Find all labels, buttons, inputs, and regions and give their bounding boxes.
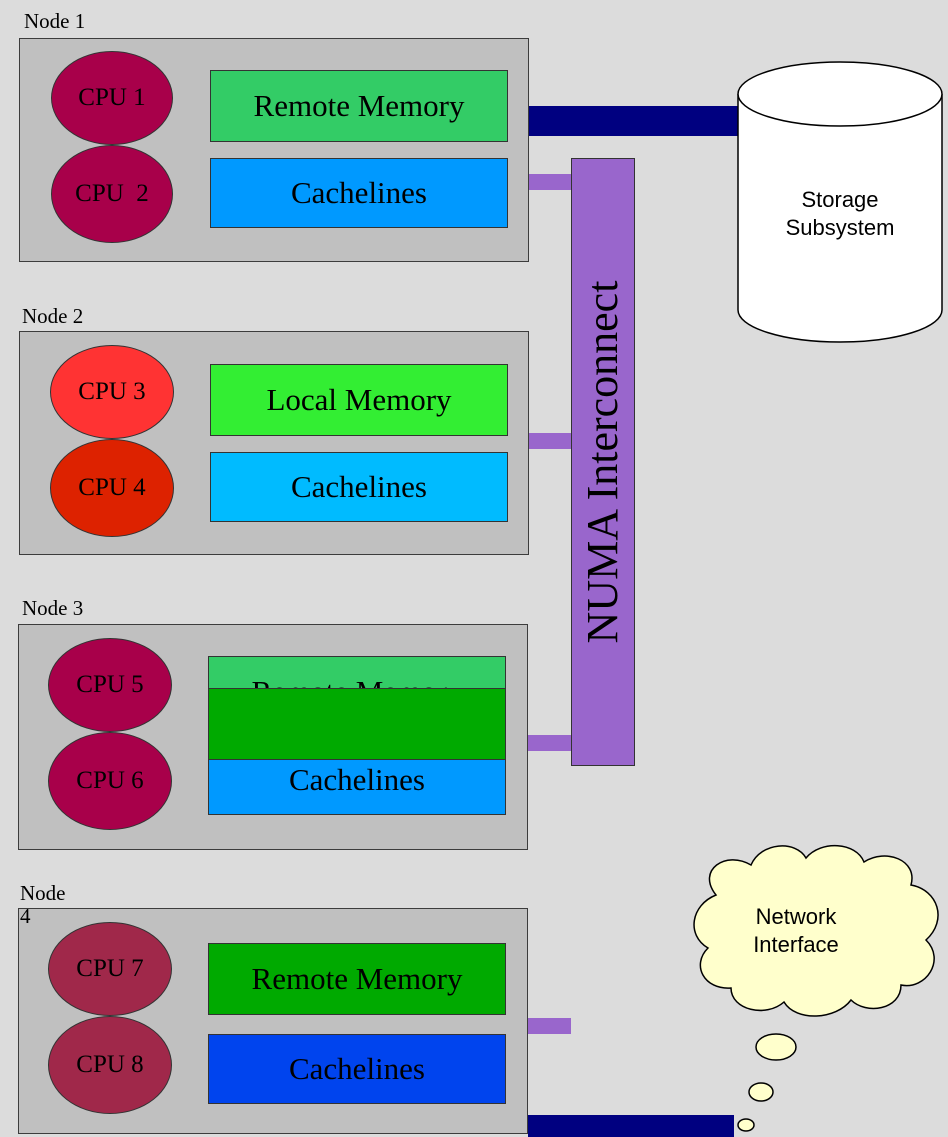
network-label-line2: Interface: [753, 931, 839, 957]
node-4-memory: Remote Memory: [208, 943, 506, 1015]
node-4-connector: [528, 1018, 571, 1034]
cpu-3: CPU 3: [50, 345, 174, 439]
node-3-label: Node 3: [22, 596, 84, 620]
storage-label-line1: Storage: [801, 187, 879, 212]
node-4-cachelines: Cachelines: [208, 1034, 506, 1104]
node-4-memory-placeholder: [208, 688, 506, 760]
node-1-connector: [529, 174, 571, 190]
network-cloud-icon: [693, 844, 939, 1132]
cpu-4: CPU 4: [50, 439, 174, 537]
network-label-line1: Network: [755, 904, 837, 929]
cpu-8: CPU 8: [48, 1016, 172, 1114]
network-label: Network Interface: [716, 903, 876, 958]
node-1-memory: Remote Memory: [210, 70, 508, 142]
cpu-1: CPU 1: [51, 51, 173, 145]
cpu-5: CPU 5: [48, 638, 172, 732]
storage-label: Storage Subsystem: [746, 186, 934, 241]
storage-cylinder-icon: [737, 61, 943, 343]
cpu-2: CPU 2: [51, 145, 173, 243]
node-2-memory: Local Memory: [210, 364, 508, 436]
storage-link: [529, 106, 741, 136]
node-4-label: Node 4: [20, 881, 66, 929]
network-link: [528, 1115, 734, 1137]
node-3-connector: [528, 735, 571, 751]
numa-interconnect-bus: [571, 158, 635, 766]
node-1-cachelines: Cachelines: [210, 158, 508, 228]
cpu-7: CPU 7: [48, 922, 172, 1016]
node-2-cachelines: Cachelines: [210, 452, 508, 522]
storage-label-line2: Subsystem: [785, 214, 895, 240]
cpu-6: CPU 6: [48, 732, 172, 830]
node-1-label: Node 1: [24, 9, 86, 33]
numa-interconnect-label: NUMA Interconnect: [578, 280, 627, 644]
node-2-label: Node 2: [22, 304, 84, 328]
node-2-connector: [529, 433, 571, 449]
